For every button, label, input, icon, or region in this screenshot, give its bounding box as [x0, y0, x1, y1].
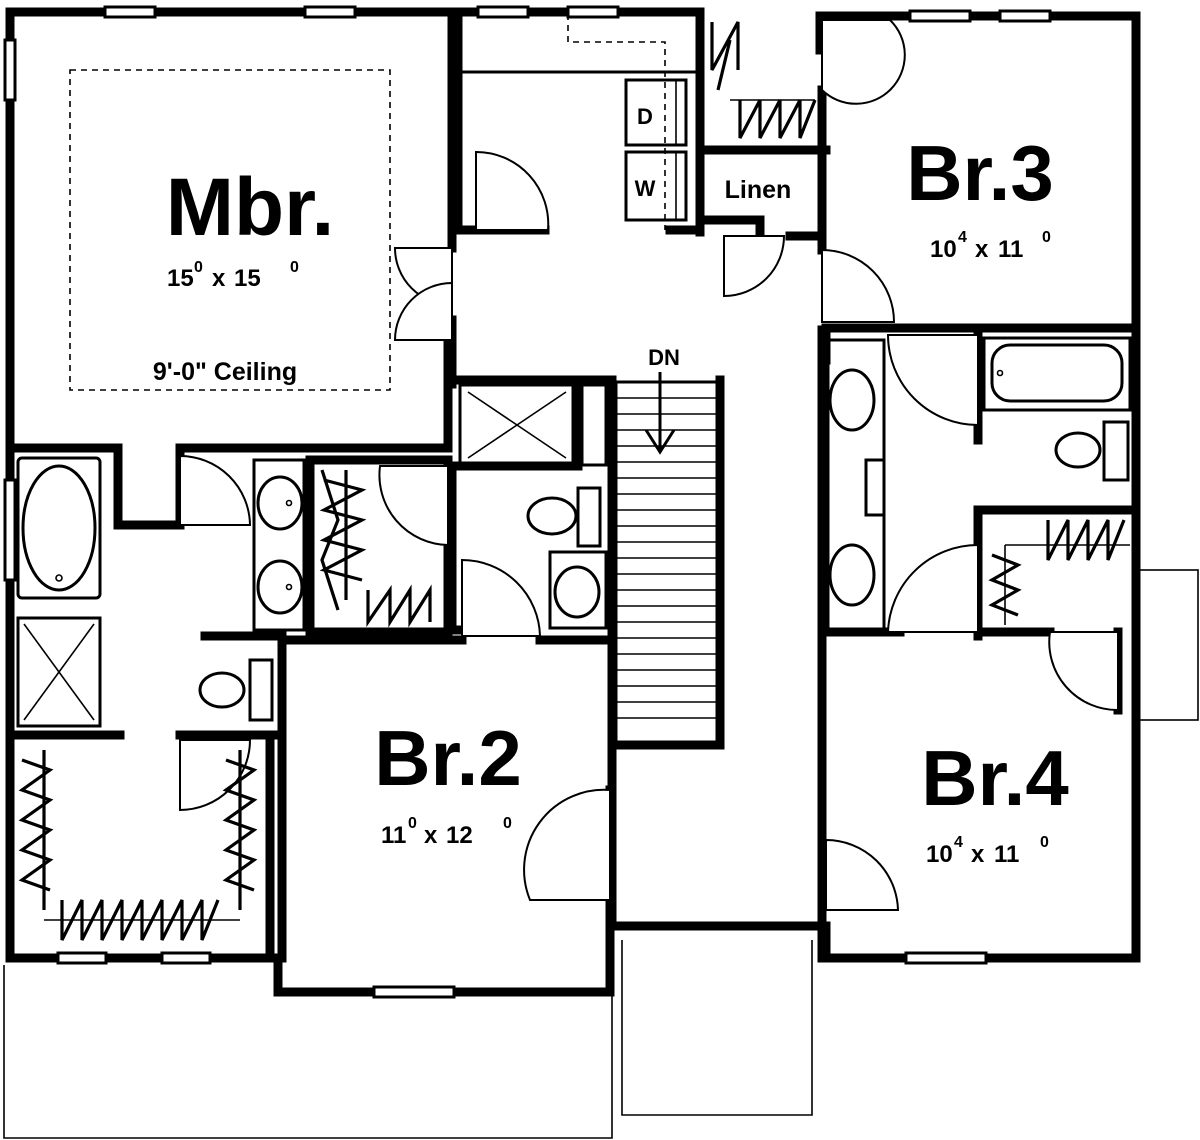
svg-text:x: x	[424, 822, 438, 849]
closet-hangers	[18, 21, 1130, 941]
svg-text:4: 4	[954, 834, 963, 851]
vanity-right	[826, 338, 886, 632]
interior-walls	[5, 9, 1141, 963]
mbr-dimensions: 15 0 x 15 0	[167, 259, 299, 292]
linen-label: Linen	[725, 176, 792, 204]
svg-text:11: 11	[998, 236, 1023, 263]
mbr-ceiling-note: 9'-0" Ceiling	[153, 358, 297, 386]
svg-text:0: 0	[290, 259, 299, 276]
br4-label: Br.4	[921, 734, 1068, 822]
svg-text:15: 15	[234, 265, 261, 292]
mbr-label: Mbr.	[166, 162, 335, 253]
svg-text:0: 0	[1042, 229, 1051, 246]
room-labels: Mbr. 15 0 x 15 0 9'-0" Ceiling Br.3 10 4…	[153, 104, 1069, 868]
br4-dimensions: 10 4 x 11 0	[926, 834, 1049, 868]
svg-text:x: x	[212, 265, 226, 292]
svg-text:x: x	[971, 841, 985, 868]
svg-text:12: 12	[446, 822, 473, 849]
vanity	[252, 458, 306, 632]
svg-text:0: 0	[194, 259, 203, 276]
stairs	[614, 372, 720, 744]
svg-text:0: 0	[503, 815, 512, 832]
shower	[16, 616, 102, 728]
svg-text:x: x	[975, 236, 989, 263]
dryer	[624, 78, 688, 147]
svg-text:10: 10	[930, 236, 957, 263]
svg-text:10: 10	[926, 841, 953, 868]
toilet	[248, 658, 274, 722]
br3-dimensions: 10 4 x 11 0	[930, 229, 1051, 263]
bathtub	[16, 456, 102, 600]
door-swings	[179, 19, 1119, 911]
svg-text:11: 11	[381, 822, 406, 849]
br3-label: Br.3	[906, 129, 1053, 217]
svg-text:15: 15	[167, 265, 194, 292]
svg-text:0: 0	[1040, 834, 1049, 851]
br2-label: Br.2	[374, 714, 521, 802]
br2-dimensions: 11 0 x 12 0	[381, 815, 512, 849]
windows	[3, 5, 1052, 999]
dryer-label: D	[637, 104, 653, 129]
fixtures	[16, 14, 1132, 941]
svg-text:0: 0	[408, 815, 417, 832]
hall-shower	[458, 383, 575, 467]
svg-text:11: 11	[994, 841, 1019, 868]
washer-label: W	[635, 176, 656, 201]
washer	[624, 150, 688, 222]
svg-text:4: 4	[958, 229, 967, 246]
stairs-down-label: DN	[648, 345, 680, 370]
tub-right	[982, 336, 1132, 412]
